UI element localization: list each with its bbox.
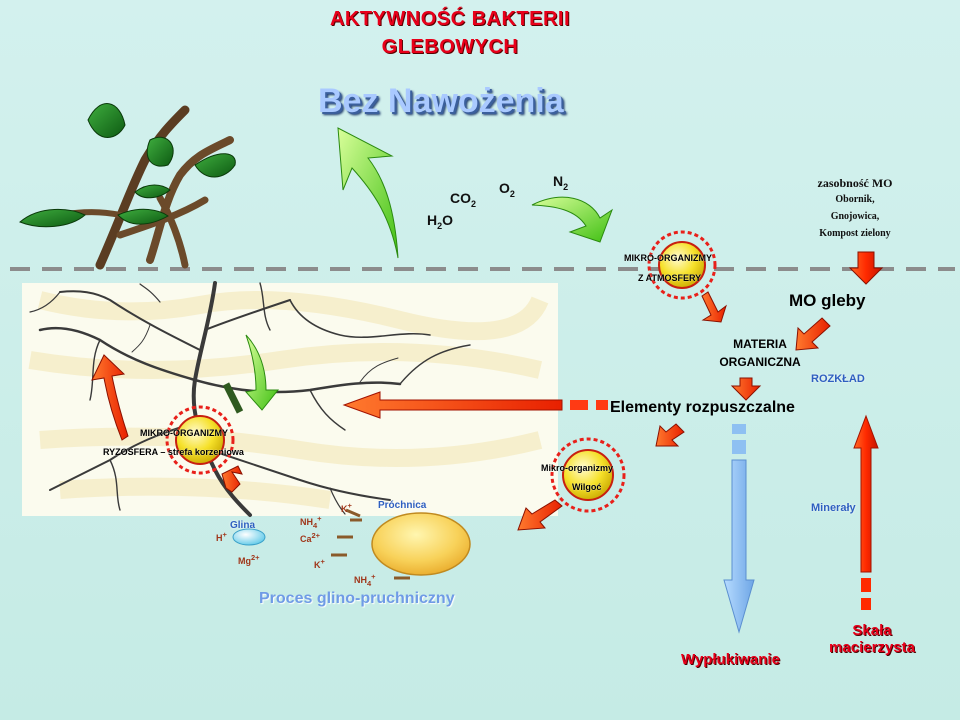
green-arrow-roots — [245, 334, 280, 411]
gas-n2: N2 — [553, 173, 569, 192]
prochnica-label: Próchnica — [378, 500, 427, 511]
red-arrow-materia-down — [730, 377, 762, 401]
red-arrow-atmo-down — [701, 291, 727, 323]
materia-line1: MATERIA — [733, 337, 787, 351]
elementy-label: Elementy rozpuszczalne — [610, 399, 795, 416]
glina-label: Glina — [230, 520, 256, 531]
dark-leaf-mark — [222, 382, 244, 414]
ion-nh4-b: NH4+ — [354, 572, 376, 588]
red-arrow-organic-down — [848, 251, 884, 285]
minerals-arrow — [853, 414, 879, 610]
plant — [19, 103, 236, 270]
moisture-microbe-circle — [550, 437, 626, 513]
title-line-1: AKTYWNOŚĆ BAKTERII — [329, 8, 571, 30]
red-arrow-root-up — [91, 354, 129, 441]
ion-tick-marks — [331, 508, 410, 580]
red-arrow-to-humus — [517, 499, 563, 531]
red-arrow-humus-up — [221, 465, 243, 493]
organic-source-item: Obornik, — [835, 194, 875, 205]
gas-o2: O2 — [499, 180, 515, 199]
leaching-arrow — [723, 424, 755, 634]
organic-source-item: Kompost zielony — [819, 228, 891, 239]
mineraly-label: Minerały — [811, 502, 856, 514]
organic-source-item: Gnojowica, — [830, 211, 880, 222]
ion-k-a: K+ — [341, 501, 352, 514]
ryzo-micro-line2: RYZOSFERA – strefa korzeniowa — [103, 447, 244, 457]
green-arrow-up — [337, 127, 399, 259]
ryzo-micro-line1: MIKRO-ORGANIZMY — [140, 428, 228, 438]
proces-label: Proces glino-pruchniczny — [259, 590, 455, 607]
atmosphere-microbe-circle — [647, 230, 717, 300]
gas-h2o: H2O — [427, 212, 454, 231]
gas-co2: CO2 — [450, 190, 477, 209]
organic-source-heading: zasobność MO — [817, 176, 893, 190]
title-line-2: GLEBOWYCH — [381, 36, 519, 58]
subtitle: Bez Nawożenia — [318, 82, 564, 120]
green-arrow-n2 — [531, 196, 614, 243]
ion-k-b: K+ — [314, 557, 325, 570]
atmo-micro-line1: MIKRO-ORGANIZMY — [624, 253, 712, 263]
skala-line1: Skała — [852, 622, 892, 639]
ion-h: H+ — [216, 530, 227, 543]
moist-micro-line2: Wilgoć — [572, 482, 602, 492]
skala-line2: macierzysta — [829, 639, 915, 656]
wyplukiwanie-label: Wypłukiwanie — [681, 651, 780, 668]
humus-blob — [371, 512, 471, 576]
ion-nh4-a: NH4+ — [300, 514, 322, 530]
red-arrow-mo-down — [795, 317, 831, 351]
atmo-micro-line2: Z ATMOSFERY — [638, 273, 702, 283]
rhizosphere-microbe-circle — [165, 405, 235, 475]
red-arrow-elements-to-roots — [342, 391, 608, 419]
clay-particle — [232, 528, 266, 546]
ion-ca: Ca2+ — [300, 531, 321, 544]
red-arrow-elements-moisture — [655, 423, 685, 447]
rozklad-label: ROZKŁAD — [811, 373, 865, 385]
moist-micro-line1: Mikro-organizmy — [541, 463, 614, 473]
materia-line2: ORGANICZNA — [719, 355, 801, 369]
mo-gleby-label: MO gleby — [789, 291, 866, 310]
ion-mg: Mg2+ — [238, 553, 260, 566]
